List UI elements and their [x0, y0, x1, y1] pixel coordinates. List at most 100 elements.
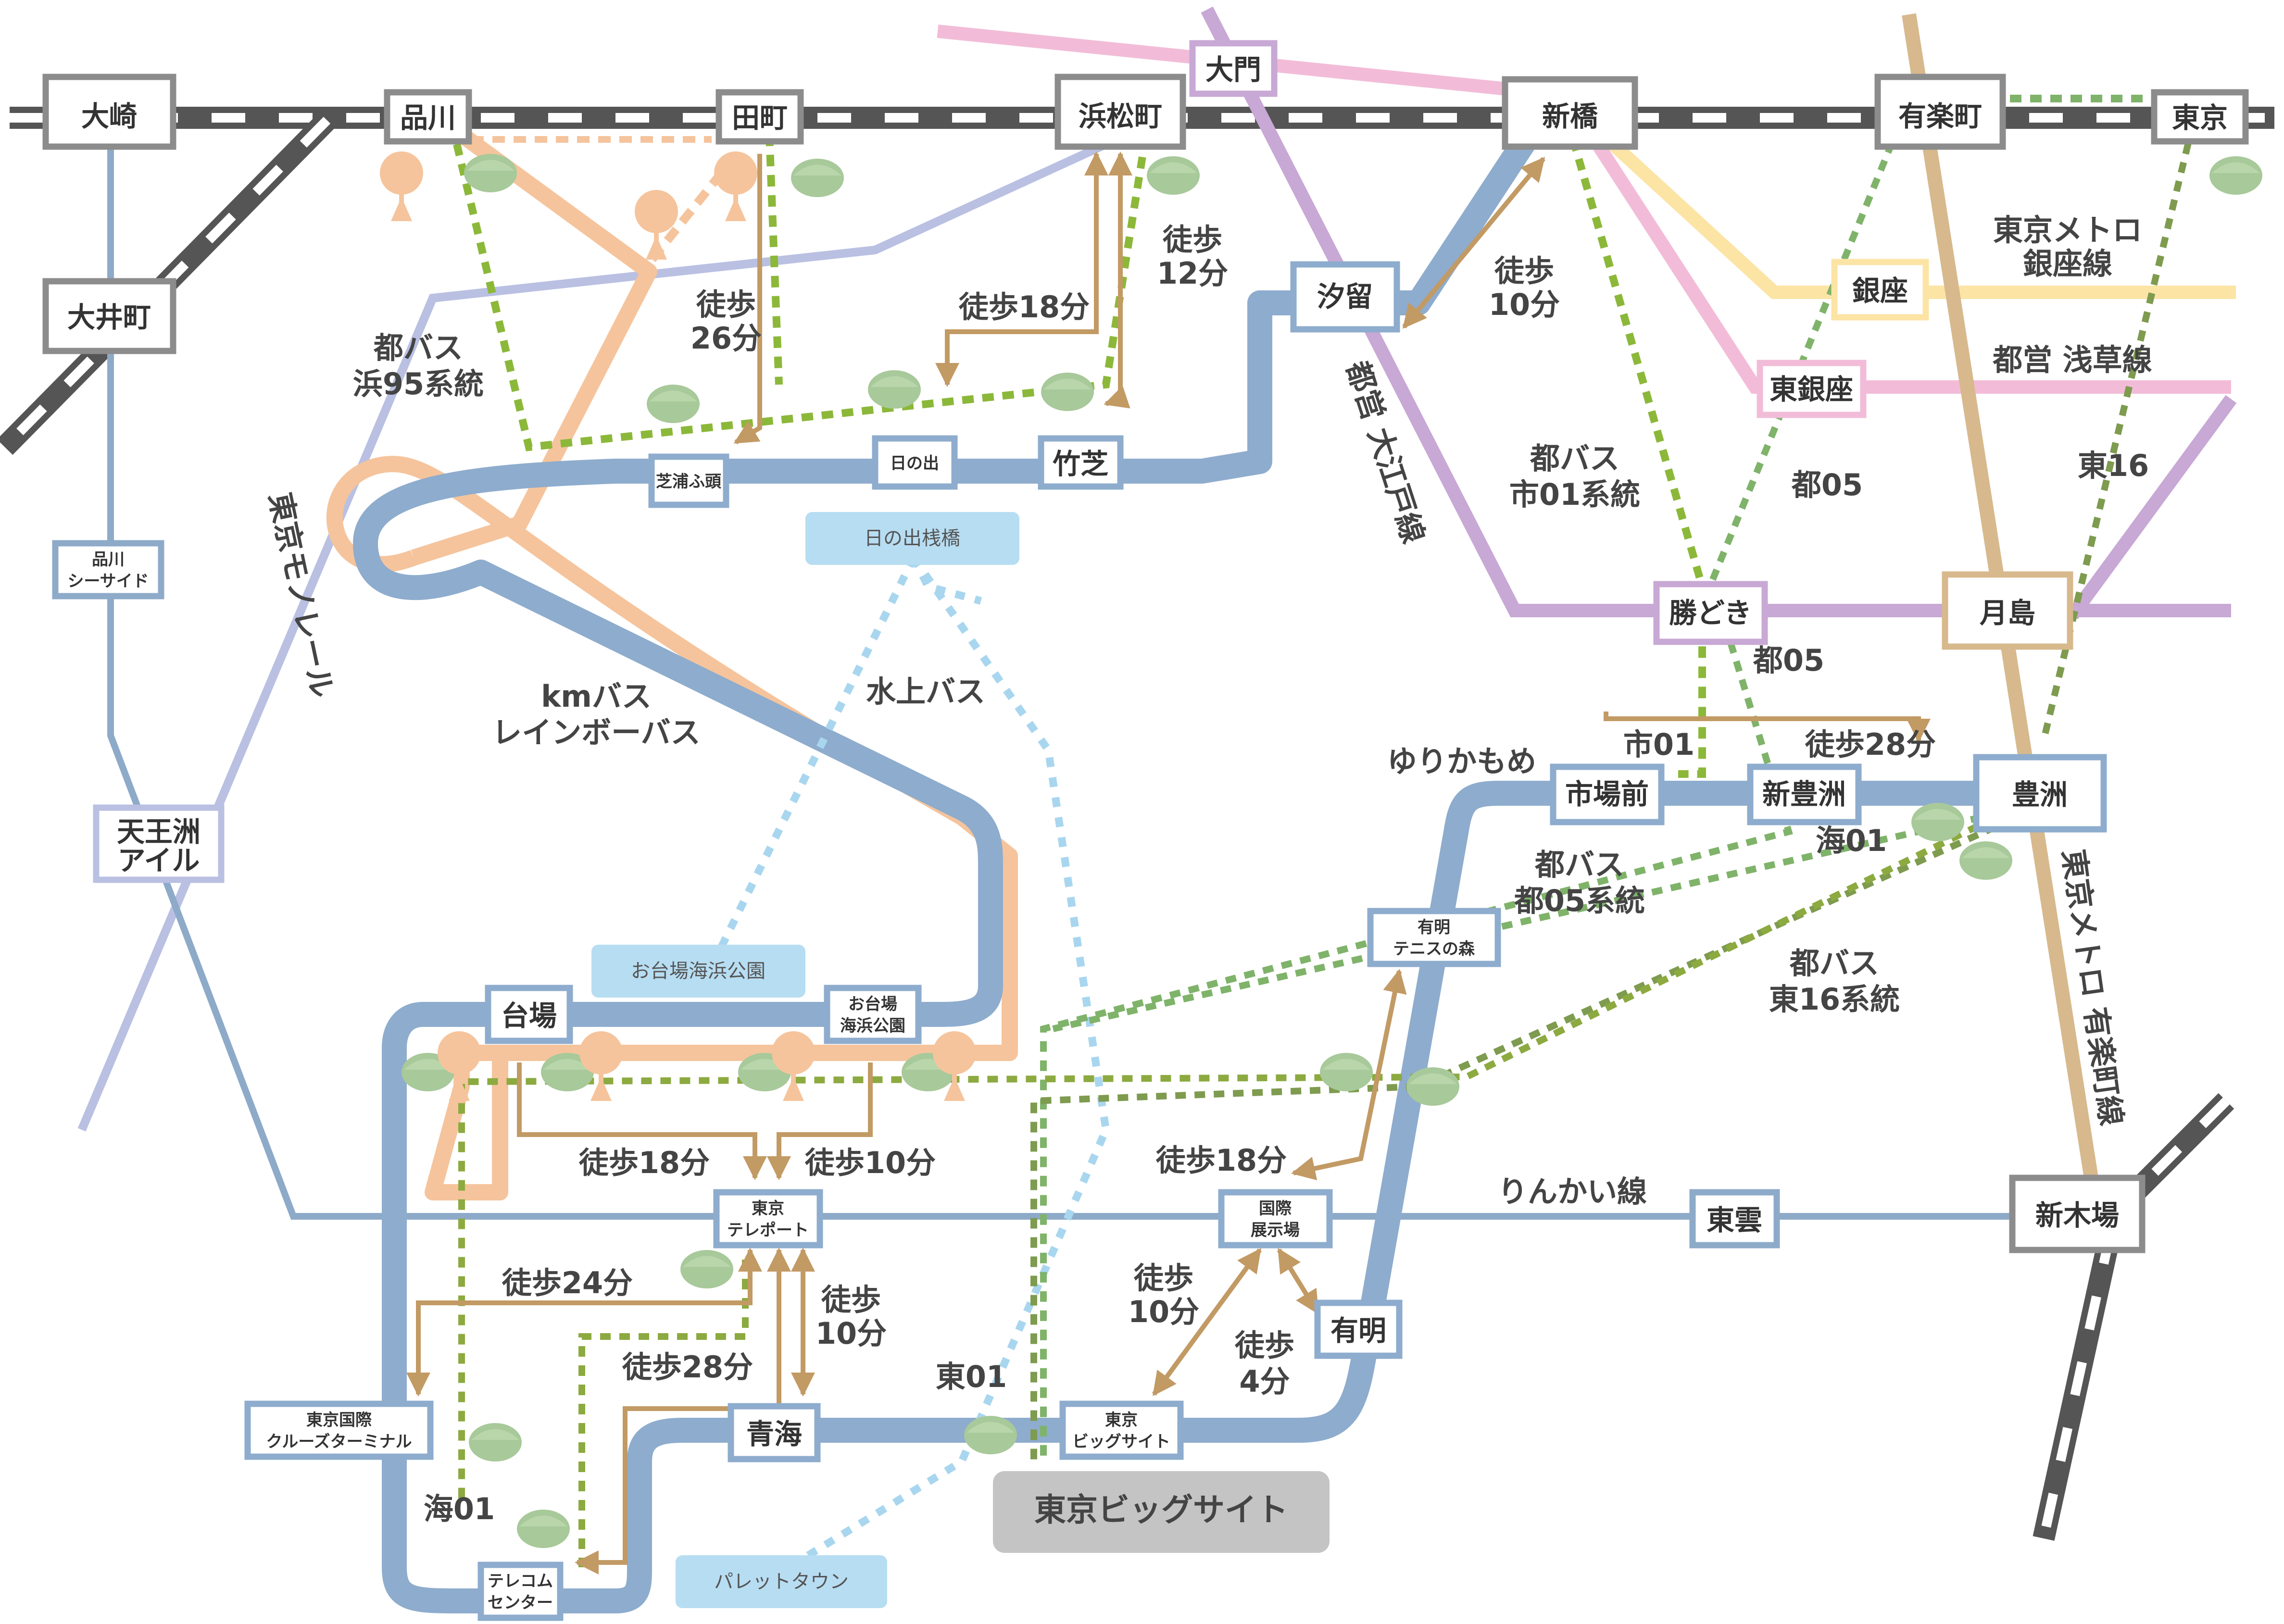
- station-ariake[interactable]: 有明: [1314, 1299, 1403, 1359]
- label-to05-upper: 都05: [1791, 467, 1863, 502]
- station-shimbashi[interactable]: 新橋: [1502, 76, 1638, 150]
- label-walk-10-mid: 徒歩10分: [804, 1145, 936, 1180]
- label-ginza-line-name: 銀座線: [2023, 246, 2112, 281]
- svg-text:テニスの森: テニスの森: [1393, 939, 1475, 959]
- label-walk-12-min: 12分: [1157, 256, 1228, 291]
- asakusa-line-east: [1576, 116, 2231, 394]
- station-tsukishima[interactable]: 月島: [1942, 571, 2073, 650]
- station-daimon[interactable]: 大門: [1189, 40, 1278, 97]
- station-tamachi[interactable]: 田町: [715, 89, 804, 145]
- station-osaki[interactable]: 大崎: [42, 74, 176, 150]
- label-toei-bus-to05: 都バス: [1534, 847, 1624, 882]
- label-toei-bus-ichi01-route: 市01系統: [1509, 477, 1640, 512]
- label-walk-18-left: 徒歩18分: [578, 1145, 710, 1180]
- svg-text:勝どき: 勝どき: [1669, 597, 1752, 629]
- station-takeshiba[interactable]: 竹芝: [1038, 435, 1124, 490]
- label-walk-4-min: 4分: [1239, 1364, 1290, 1399]
- svg-text:東京国際: 東京国際: [306, 1411, 372, 1430]
- svg-text:東京: 東京: [2172, 101, 2228, 134]
- label-walk-10-shiodome-min: 10分: [1489, 287, 1560, 322]
- label-toei-bus-ichi01: 都バス: [1530, 441, 1619, 476]
- label-walk-12: 徒歩: [1162, 222, 1222, 257]
- landmark-big-sight[interactable]: 東京ビッグサイト: [993, 1471, 1330, 1553]
- label-kai01-upper: 海01: [1816, 823, 1887, 858]
- station-shin-kiba[interactable]: 新木場: [2009, 1174, 2146, 1253]
- station-aomi[interactable]: 青海: [728, 1403, 821, 1462]
- label-walk-10-bigsight: 徒歩: [1133, 1261, 1193, 1296]
- svg-text:豊洲: 豊洲: [2012, 778, 2068, 811]
- svg-text:汐留: 汐留: [1317, 280, 1373, 313]
- svg-text:台場: 台場: [501, 999, 557, 1032]
- svg-text:青海: 青海: [746, 1418, 802, 1450]
- station-shin-toyosu[interactable]: 新豊洲: [1747, 763, 1862, 825]
- station-shibaura-futo[interactable]: 芝浦ふ頭: [648, 453, 729, 508]
- svg-text:有明: 有明: [1330, 1314, 1386, 1347]
- label-toei-bus-higashi16-route: 東16系統: [1769, 982, 1900, 1017]
- station-shijo-mae[interactable]: 市場前: [1550, 763, 1665, 825]
- svg-text:展示場: 展示場: [1251, 1221, 1300, 1240]
- label-asakusa-line: 都営 浅草線: [1992, 342, 2152, 377]
- svg-text:有楽町: 有楽町: [1898, 100, 1982, 133]
- svg-text:国際: 国際: [1259, 1199, 1292, 1218]
- pier-hinode[interactable]: 日の出桟橋: [805, 512, 1019, 565]
- pier-palette-town[interactable]: パレットタウン: [676, 1555, 887, 1608]
- station-hinode[interactable]: 日の出: [872, 435, 958, 490]
- station-ginza[interactable]: 銀座: [1831, 259, 1929, 321]
- label-rinkai-line: りんかい線: [1498, 1174, 1647, 1209]
- station-oimachi[interactable]: 大井町: [42, 278, 176, 354]
- jr-line-keiyo: [2033, 1093, 2234, 1541]
- station-daiba[interactable]: 台場: [485, 985, 573, 1044]
- station-shiodome[interactable]: 汐留: [1290, 261, 1400, 333]
- station-shinonome[interactable]: 東雲: [1689, 1189, 1780, 1249]
- label-toei-bus-higashi16: 都バス: [1789, 946, 1879, 981]
- label-oedo-line: 都営 大江戸線: [1339, 356, 1431, 548]
- svg-text:日の出桟橋: 日の出桟橋: [864, 527, 960, 550]
- svg-text:大井町: 大井町: [67, 301, 151, 334]
- svg-text:日の出: 日の出: [890, 454, 939, 473]
- label-walk-4: 徒歩: [1234, 1328, 1294, 1363]
- label-water-bus: 水上バス: [866, 674, 985, 709]
- label-yurikamome: ゆりかもめ: [1387, 744, 1536, 779]
- label-walk-10-aomi-min: 10分: [816, 1316, 887, 1351]
- svg-text:新木場: 新木場: [2035, 1199, 2119, 1232]
- label-toei-bus-hama95: 都バス: [373, 330, 463, 365]
- svg-text:浜松町: 浜松町: [1079, 100, 1162, 133]
- label-walk-28-telecom: 徒歩28分: [622, 1349, 753, 1385]
- svg-text:市場前: 市場前: [1565, 778, 1649, 811]
- station-toyosu[interactable]: 豊洲: [1973, 754, 2107, 833]
- label-walk-28-toyosu: 徒歩28分: [1805, 727, 1936, 762]
- station-shinagawa[interactable]: 品川: [384, 89, 472, 145]
- svg-text:大門: 大門: [1205, 53, 1261, 86]
- svg-text:アイル: アイル: [117, 844, 200, 877]
- svg-text:東京: 東京: [752, 1199, 784, 1218]
- label-walk-26: 徒歩: [696, 287, 756, 322]
- ginza-line: [1582, 115, 2236, 299]
- label-rainbow-bus: レインボーバス: [492, 715, 700, 750]
- station-yurakucho[interactable]: 有楽町: [1874, 74, 2006, 150]
- svg-text:新豊洲: 新豊洲: [1762, 778, 1846, 811]
- station-higashi-ginza[interactable]: 東銀座: [1757, 360, 1867, 418]
- svg-text:天王洲: 天王洲: [117, 815, 201, 848]
- svg-text:クルーズターミナル: クルーズターミナル: [266, 1432, 412, 1451]
- station-tokyo[interactable]: 東京: [2151, 89, 2249, 145]
- label-walk-10-aomi: 徒歩: [821, 1282, 881, 1317]
- svg-text:月島: 月島: [1980, 597, 2035, 629]
- svg-text:海浜公園: 海浜公園: [840, 1016, 905, 1036]
- svg-text:東雲: 東雲: [1707, 1204, 1762, 1237]
- svg-text:シーサイド: シーサイド: [67, 572, 149, 591]
- pier-odaiba-park[interactable]: お台場海浜公園: [591, 945, 805, 998]
- station-kachidoki[interactable]: 勝どき: [1653, 581, 1768, 645]
- svg-text:大崎: 大崎: [81, 100, 137, 133]
- station-hamamatsucho[interactable]: 浜松町: [1054, 74, 1186, 150]
- svg-text:東京: 東京: [1105, 1411, 1138, 1430]
- station-tokyo-big-sight[interactable]: 東京ビッグサイト: [1059, 1400, 1184, 1460]
- station-odaiba-kaihin-koen[interactable]: お台場海浜公園: [824, 985, 922, 1044]
